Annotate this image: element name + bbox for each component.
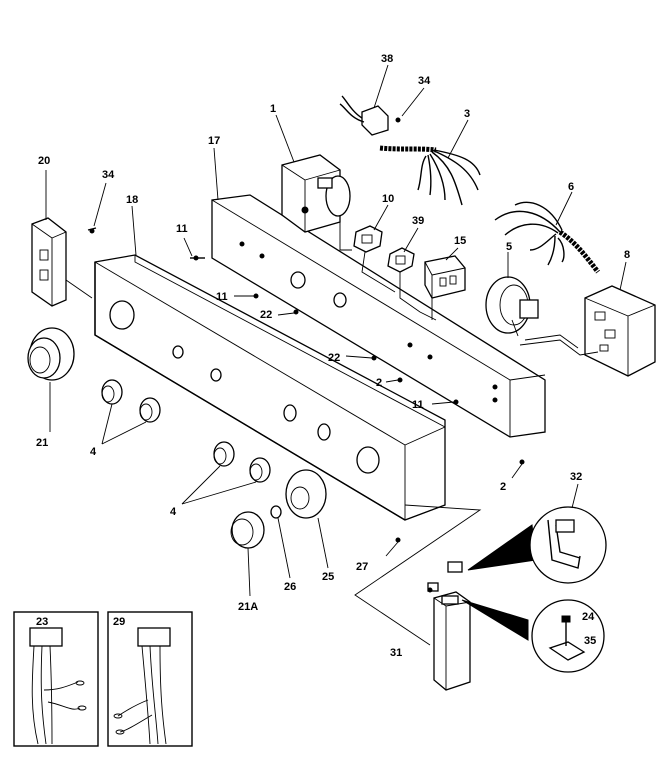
label-20: 20 — [38, 155, 50, 167]
label-4b: 4 — [170, 506, 177, 518]
label-2b: 2 — [500, 481, 506, 493]
dial-assembly — [230, 469, 327, 549]
label-6: 6 — [568, 181, 574, 193]
timer — [281, 154, 351, 233]
label-35: 35 — [584, 635, 596, 647]
label-18: 18 — [126, 194, 138, 206]
label-17: 17 — [208, 135, 220, 147]
label-26: 26 — [284, 581, 296, 593]
label-15: 15 — [454, 235, 466, 247]
label-34a: 34 — [418, 75, 431, 87]
console-panel — [94, 254, 446, 521]
label-23: 23 — [36, 616, 48, 628]
leader-lines — [45, 64, 627, 597]
part-labels: 1 38 34 3 17 20 34 18 6 10 11 39 15 5 8 … — [36, 53, 630, 659]
wire-harness-3 — [379, 145, 481, 206]
label-21a: 21A — [238, 601, 258, 613]
label-34b: 34 — [102, 169, 115, 181]
inset-23 — [13, 611, 99, 747]
label-39: 39 — [412, 215, 424, 227]
bracket-31 — [354, 504, 482, 691]
label-11b: 11 — [216, 291, 228, 303]
label-21: 21 — [36, 437, 48, 449]
screws — [87, 117, 525, 593]
detail-35 — [461, 599, 605, 673]
label-3: 3 — [464, 108, 470, 120]
label-32: 32 — [570, 471, 582, 483]
switch-15 — [424, 255, 466, 299]
endcap-20 — [31, 217, 93, 307]
label-25: 25 — [322, 571, 334, 583]
label-31: 31 — [390, 647, 402, 659]
label-22a: 22 — [260, 309, 272, 321]
label-2a: 2 — [376, 377, 382, 389]
detail-32 — [467, 506, 607, 584]
label-11a: 11 — [176, 223, 188, 235]
control-bracket — [211, 194, 546, 438]
knob-caps-4 — [101, 379, 271, 483]
label-4a: 4 — [90, 446, 97, 458]
component-10 — [353, 225, 383, 253]
knob-21 — [27, 327, 75, 381]
label-27: 27 — [356, 561, 368, 573]
wire-harness-6 — [494, 201, 600, 274]
label-38: 38 — [381, 53, 393, 65]
switch — [339, 95, 389, 136]
label-24: 24 — [582, 611, 595, 623]
component-39 — [387, 247, 415, 273]
pressure-switch-5 — [485, 276, 539, 337]
label-29: 29 — [113, 616, 125, 628]
label-10: 10 — [382, 193, 394, 205]
label-1: 1 — [270, 103, 276, 115]
inset-29 — [107, 611, 193, 747]
label-5: 5 — [506, 241, 512, 253]
label-22b: 22 — [328, 352, 340, 364]
component-8 — [584, 285, 656, 377]
label-8: 8 — [624, 249, 630, 261]
wire-paths — [339, 222, 599, 356]
label-11c: 11 — [412, 399, 424, 411]
